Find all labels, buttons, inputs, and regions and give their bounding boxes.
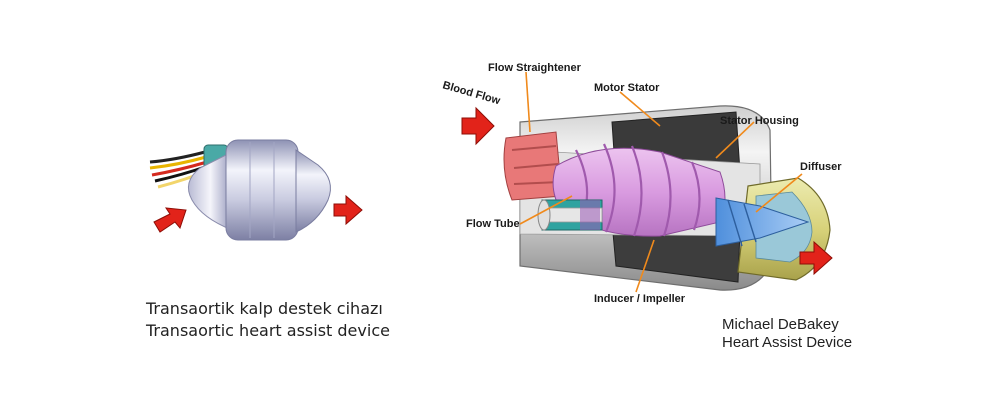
right-caption-line2: Heart Assist Device	[722, 334, 853, 351]
red-arrow-icon	[153, 207, 187, 233]
left-caption-line1: Transaortik kalp destek cihazı	[146, 299, 383, 318]
right-device-caption: Michael DeBakey Heart Assist Device	[722, 316, 962, 352]
right-caption-line1: Michael DeBakey	[722, 316, 839, 333]
device-outlet-cone	[295, 149, 331, 233]
left-caption-line2: Transaortic heart assist device	[146, 321, 390, 340]
device-body	[225, 139, 299, 241]
debakey-device-illustration: Blood Flow Flow Straightener Motor Stato…	[441, 62, 842, 305]
red-arrow-icon	[461, 106, 495, 146]
label-blood-flow: Blood Flow	[441, 79, 502, 107]
leader-lines	[519, 71, 803, 293]
red-arrow-icon	[333, 194, 363, 226]
label-flow-straightener: Flow Straightener	[488, 62, 582, 74]
flow-tube-shape	[537, 199, 603, 231]
label-inducer-impeller: Inducer / Impeller	[594, 293, 686, 305]
left-device-caption: Transaortik kalp destek cihazı Transaort…	[146, 298, 446, 342]
device-inlet-nozzle	[187, 151, 233, 231]
transaortic-device-illustration	[149, 139, 363, 241]
red-arrow-icon	[799, 240, 833, 276]
label-diffuser: Diffuser	[800, 161, 842, 173]
label-motor-stator: Motor Stator	[594, 82, 660, 94]
label-stator-housing: Stator Housing	[720, 115, 799, 127]
label-flow-tube: Flow Tube	[466, 218, 520, 230]
